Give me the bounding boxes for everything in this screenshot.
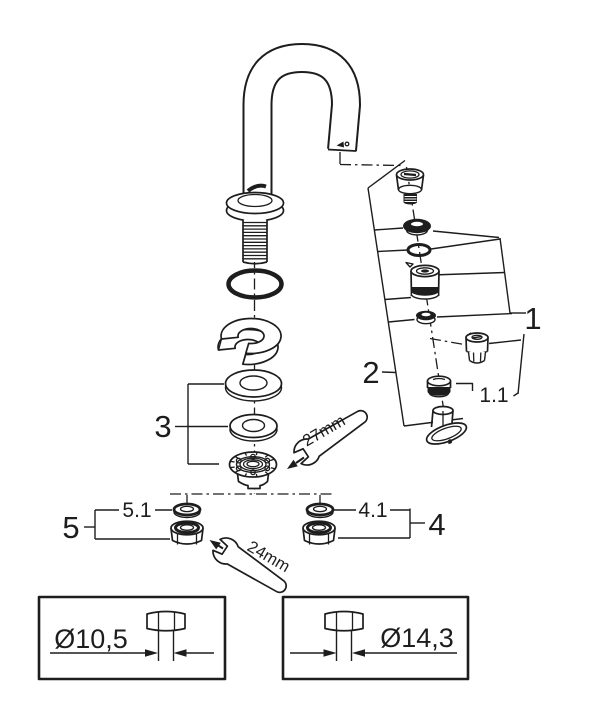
spout-outlet-dot [344,141,350,147]
label-part-5-1: 5.1 [122,499,151,522]
spout-outlet-mark [336,141,344,148]
mounting-nut-holes [235,453,271,476]
label-dimension-left: Ø10,5 [54,624,128,654]
spout-shade-mark [246,183,267,193]
angled-mousseur [425,405,468,445]
hose-nut-5 [170,520,204,545]
washer-small [229,413,278,442]
o-ring-large [226,268,284,300]
bracket-lines [84,159,526,540]
threaded-shank [242,219,268,265]
mounting-nut-castellation [230,452,276,477]
label-part-5: 5 [62,510,79,545]
o-ring-small [406,243,432,257]
wrench-24mm [209,537,288,594]
label-part-1-1: 1.1 [479,384,508,407]
spout [242,43,361,206]
wrench-24mm-arrow [209,540,221,550]
clamp-horseshoe [217,317,282,366]
valve-top-part [395,168,425,205]
wrench-27mm [287,409,369,469]
mounting-nut [228,451,278,490]
label-part-2: 2 [362,355,379,390]
hex-nut-left [146,610,186,632]
dimension-box-right [281,595,470,681]
washer-large [224,369,283,402]
dimension-arrows-right [290,649,457,657]
retaining-nut-small [416,310,436,325]
seal-washer [403,218,431,236]
dimension-box-left [37,595,227,681]
escutcheon [225,191,285,222]
hose-nut-4 [302,520,336,545]
hex-nut-right [324,610,364,632]
cartridge [405,261,440,300]
hose-washer-4-1 [305,502,335,519]
label-part-1: 1 [524,301,541,336]
mousseur-cap [426,375,452,398]
label-part-4-1: 4.1 [358,499,387,522]
adapter-side-part [465,332,489,364]
dimension-arrows-left [50,649,214,657]
label-dimension-right: Ø14,3 [380,623,454,653]
label-part-3: 3 [154,409,171,444]
wrench-27mm-arrow [287,459,298,469]
label-part-4: 4 [428,507,445,542]
hose-washer-5-1 [172,502,202,519]
